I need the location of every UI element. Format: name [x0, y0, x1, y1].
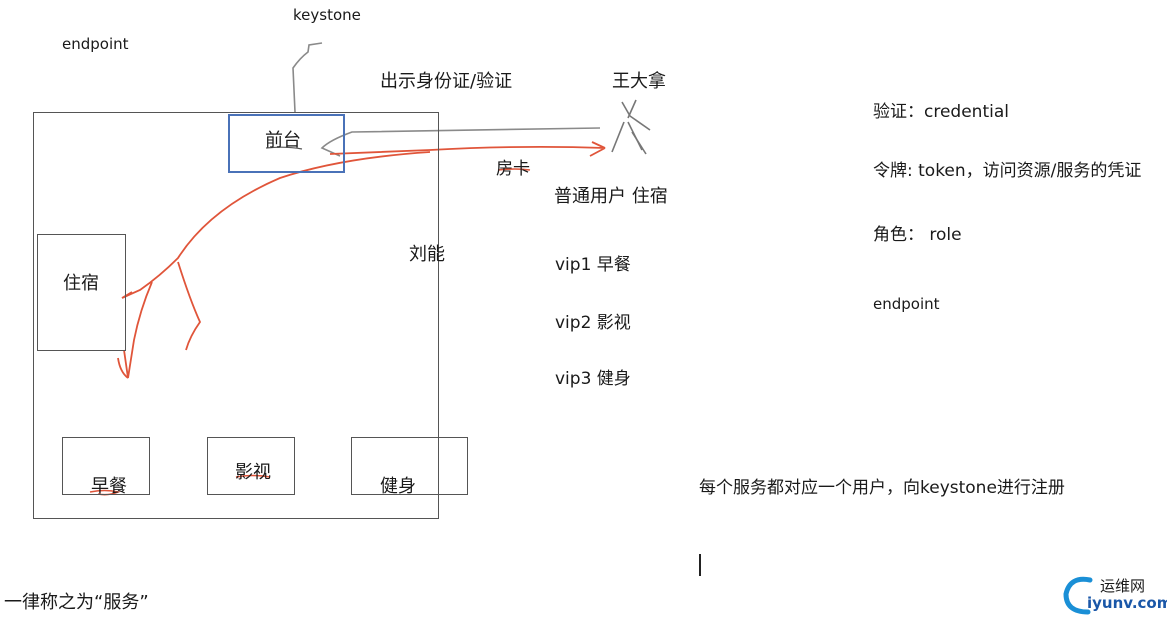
endpoint-top-label: endpoint: [62, 35, 129, 53]
liuneng-label: 刘能: [409, 240, 445, 266]
credential-note: 验证：credential: [873, 97, 1009, 122]
token-note: 令牌: token，访问资源/服务的凭证: [873, 156, 1141, 181]
lodging-label: 住宿: [63, 269, 99, 295]
endpoint-note: endpoint: [873, 295, 940, 313]
wang-label: 王大拿: [612, 67, 666, 93]
unify-services-label: 一律称之为“服务”: [4, 588, 149, 614]
watermark-line1: 运维网: [1100, 575, 1145, 596]
vip1-label: vip1 早餐: [555, 250, 631, 275]
text-cursor: [699, 554, 701, 576]
normal-user-label: 普通用户 住宿: [554, 182, 668, 208]
keystone-label: keystone: [293, 6, 361, 24]
vip3-label: vip3 健身: [555, 364, 631, 389]
watermark-line2: iyunv.com: [1087, 594, 1167, 612]
breakfast-label: 早餐: [91, 472, 127, 498]
vip2-label: vip2 影视: [555, 308, 631, 333]
role-note: 角色： role: [873, 220, 962, 245]
movie-label: 影视: [235, 458, 271, 484]
register-note: 每个服务都对应一个用户，向keystone进行注册: [699, 473, 1065, 498]
keystone-arrow: [293, 43, 322, 112]
room-card-label: 房卡: [496, 154, 530, 179]
show-id-label: 出示身份证/验证: [380, 67, 512, 93]
fitness-label: 健身: [380, 472, 416, 498]
front-desk-label: 前台: [265, 126, 301, 152]
watermark-logo: 运维网 iyunv.com: [1060, 572, 1165, 616]
stick-figure: [612, 100, 650, 154]
